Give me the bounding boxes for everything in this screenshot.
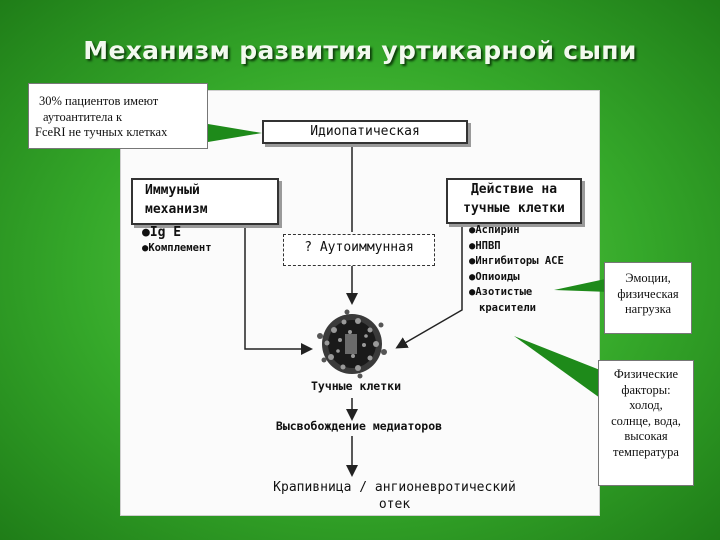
immune-label-line2: механизм xyxy=(145,202,208,217)
callout-physical-line1: Физические xyxy=(613,367,679,381)
mast-cells-label: Тучные клетки xyxy=(310,379,401,393)
immune-factors-list: ●Ig E ●Комплемент xyxy=(142,225,212,256)
idiopathic-box: Идиопатическая xyxy=(262,120,468,144)
callout-emotions: Эмоции, физическая нагрузка xyxy=(604,262,692,334)
list-item: ●Комплемент xyxy=(142,241,212,254)
autoimmune-box: ? Аутоиммунная xyxy=(283,234,435,266)
callout-physical-factors: Физические факторы: холод, солнце, вода,… xyxy=(598,360,694,486)
mediators-label: Высвобождение медиаторов xyxy=(275,419,443,433)
slide-title: Механизм развития уртикарной сыпи xyxy=(83,36,637,65)
list-item: красители xyxy=(479,301,536,314)
diagram-panel xyxy=(120,90,600,516)
autoimmune-label: ? Аутоиммунная xyxy=(304,240,414,255)
callout-autoantibodies-line3: FceRI не тучных клетках xyxy=(35,125,168,139)
action-on-mast-cells-box: Действие на тучные клетки xyxy=(446,178,582,224)
callout-physical-line2: факторы: xyxy=(621,382,671,397)
callout-emotions-line3: нагрузка xyxy=(624,302,672,316)
callout-physical-line3: холод, xyxy=(629,398,663,412)
immune-label-line1: Иммуный xyxy=(145,183,200,198)
list-item: ●НПВП xyxy=(469,239,501,252)
callout-pointer-emotions xyxy=(554,278,610,292)
action-label-line1: Действие на xyxy=(470,182,558,197)
list-item: ●Аспирин xyxy=(469,224,520,236)
mast-cell-illustration xyxy=(317,309,387,379)
connector-action-mast xyxy=(395,222,463,349)
connector-immune-mast xyxy=(244,222,313,355)
immune-mechanism-box: Иммуный механизм xyxy=(131,178,279,225)
callout-emotions-line2: физическая xyxy=(617,286,679,301)
action-label-line2: тучные клетки xyxy=(463,201,565,216)
callout-pointer-physical xyxy=(514,336,600,398)
callout-physical-line5: высокая xyxy=(624,429,668,443)
list-item: ●Ig E xyxy=(142,225,182,240)
callout-emotions-line1: Эмоции, xyxy=(625,271,671,285)
mast-cell-triggers-list: ●Аспирин ●НПВП ●Ингибиторы АСЕ ●Опиоиды … xyxy=(469,223,564,316)
idiopathic-label: Идиопатическая xyxy=(310,124,420,139)
urticaria-label-line1: Крапивница / ангионевротический xyxy=(273,480,516,495)
callout-physical-line4: солнце, вода, xyxy=(611,413,681,428)
list-item: ●Опиоиды xyxy=(469,270,520,283)
callout-pointer-autoantibodies xyxy=(208,124,262,142)
callout-autoantibodies-line2: аутоантитела к xyxy=(43,109,123,124)
callout-physical-line6: температура xyxy=(613,444,679,459)
urticaria-label-line2: отек xyxy=(378,497,411,512)
callout-autoantibodies-line1: 30% пациентов имеют xyxy=(39,94,159,108)
callout-autoantibodies: 30% пациентов имеют аутоантитела к FceRI… xyxy=(28,83,208,149)
list-item: ●Ингибиторы АСЕ xyxy=(469,255,564,267)
list-item: ●Азотистые xyxy=(469,286,533,298)
